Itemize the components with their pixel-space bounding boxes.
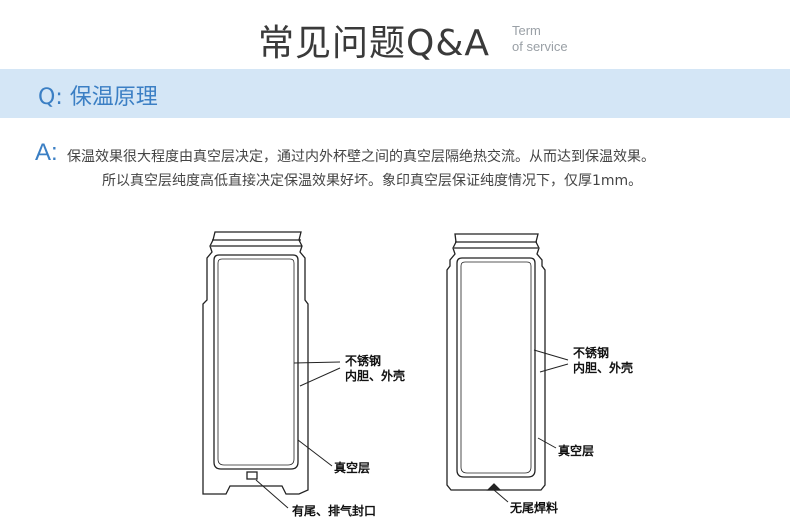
left-leader-steel-2 — [299, 367, 341, 387]
left-bottle-inner-liner — [213, 254, 299, 470]
right-leader-steel-1 — [533, 349, 569, 361]
right-label-tail: 无尾焊料 — [509, 500, 558, 515]
right-bottle-diagram — [446, 233, 569, 503]
page-header: 常见问题Q&A Term of service — [0, 0, 790, 66]
question-bar: Q: 保温原理 — [0, 69, 790, 118]
left-leader-tail — [255, 479, 289, 509]
right-bottle-solder-mark — [486, 483, 502, 491]
right-bottle-neck-ring — [454, 241, 538, 249]
answer-mark: A: — [35, 139, 58, 166]
left-label-vacuum: 真空层 — [334, 460, 370, 475]
page-subtitle: Term of service — [512, 23, 592, 55]
right-bottle-inner-wall — [460, 261, 532, 474]
left-bottle-neck-ring — [211, 239, 302, 247]
page-title: 常见问题Q&A — [258, 23, 491, 64]
right-label-steel-1: 不锈钢 — [573, 345, 609, 360]
left-bottle-diagram — [202, 231, 341, 509]
left-label-tail: 有尾、排气封口 — [292, 503, 376, 518]
left-bottle-outer-shell — [202, 231, 309, 495]
answer-line-1: 保温效果很大程度由真空层决定，通过内外杯壁之间的真空层隔绝热交流。从而达到保温效… — [67, 149, 655, 165]
question-label: Q: 保温原理 — [38, 85, 158, 110]
left-leader-steel-1 — [293, 361, 341, 364]
subtitle-line-2: of service — [512, 39, 568, 54]
right-label-vacuum: 真空层 — [558, 443, 594, 458]
left-bottle-inner-wall — [217, 258, 295, 466]
right-bottle-inner-liner — [456, 257, 536, 478]
right-bottle-outer-shell — [446, 233, 546, 491]
right-leader-steel-2 — [539, 363, 569, 373]
right-leader-vacuum — [537, 437, 557, 449]
right-label-steel-2: 内胆、外壳 — [573, 360, 633, 375]
left-label-steel-2: 内胆、外壳 — [345, 368, 405, 383]
answer-line-2: 所以真空层纯度高低直接决定保温效果好坏。象印真空层保证纯度情况下，仅厚1mm。 — [102, 173, 643, 189]
left-label-steel-1: 不锈钢 — [345, 353, 381, 368]
left-leader-vacuum — [297, 439, 333, 467]
right-leader-tail — [493, 489, 509, 503]
left-bottle-exhaust-tail — [246, 471, 258, 480]
subtitle-line-1: Term — [512, 23, 541, 38]
